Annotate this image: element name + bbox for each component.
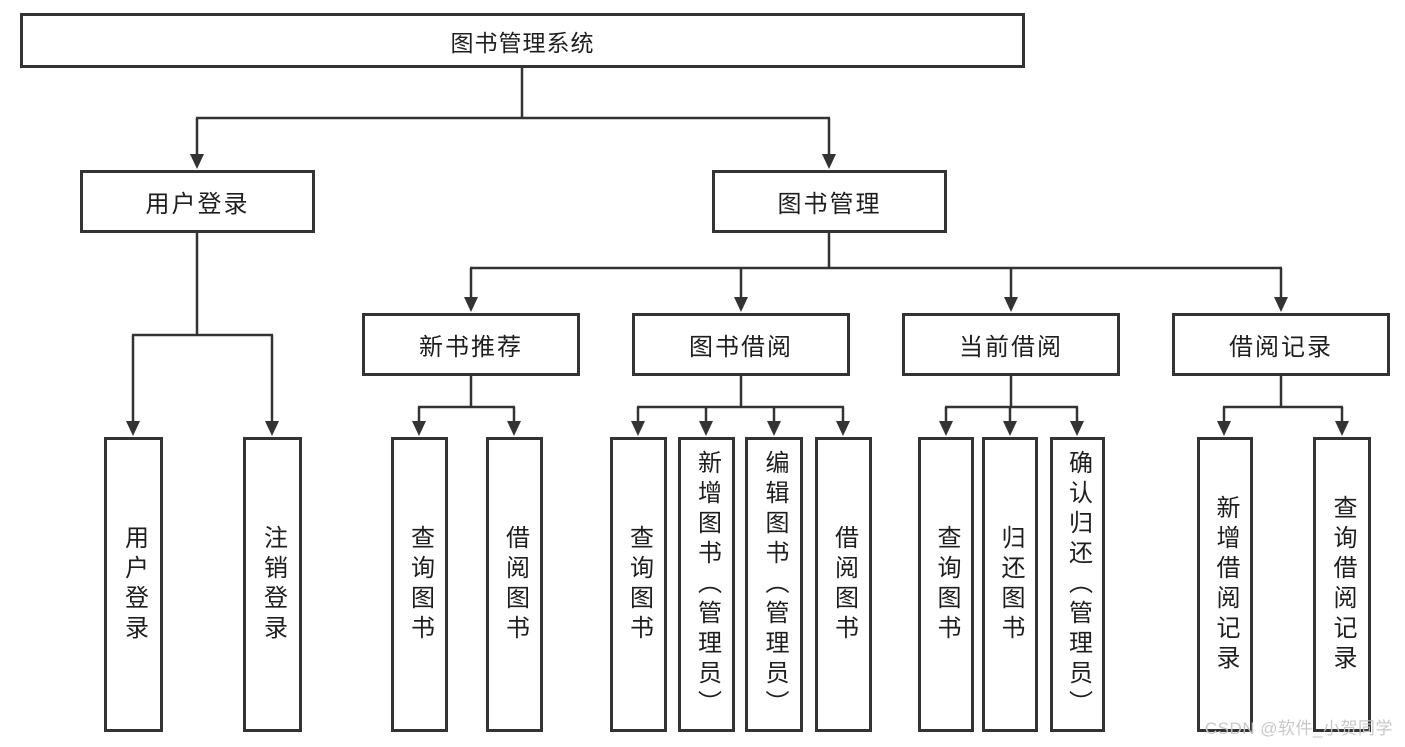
leaf-query-book-recommend-label: 查询图书: [406, 524, 434, 645]
leaf-query-book-borrow-label: 查询图书: [625, 524, 653, 645]
leaf-borrow-book-label: 借阅图书: [830, 524, 858, 645]
leaf-query-book-current: 查询图书: [918, 437, 974, 732]
leaf-query-book-current-label: 查询图书: [933, 524, 960, 645]
leaf-add-book-admin: 新增图书（管理员）: [678, 437, 735, 732]
leaf-query-borrow-record: 查询借阅记录: [1313, 437, 1371, 732]
leaf-query-borrow-record-label: 查询借阅记录: [1329, 494, 1356, 675]
leaf-confirm-return-admin: 确认归还（管理员）: [1050, 437, 1105, 732]
leaf-query-book-borrow: 查询图书: [610, 437, 667, 732]
node-book-borrow: 图书借阅: [632, 313, 850, 376]
node-book-management: 图书管理: [712, 170, 947, 233]
leaf-user-login: 用户登录: [104, 437, 163, 732]
node-borrow-record: 借阅记录: [1172, 313, 1390, 376]
leaf-add-borrow-record-label: 新增借阅记录: [1212, 494, 1239, 675]
leaf-user-login-label: 用户登录: [120, 524, 148, 645]
csdn-watermark: CSDN @软件_小贺同学: [1204, 719, 1393, 738]
leaf-borrow-book-recommend: 借阅图书: [486, 437, 543, 732]
leaf-confirm-return-admin-label: 确认归还（管理员）: [1064, 449, 1092, 720]
leaf-logout-label: 注销登录: [259, 524, 287, 645]
leaf-query-book-recommend: 查询图书: [391, 437, 448, 732]
leaf-return-book: 归还图书: [982, 437, 1038, 732]
node-current-borrow: 当前借阅: [902, 313, 1120, 376]
leaf-borrow-book: 借阅图书: [815, 437, 872, 732]
leaf-borrow-book-recommend-label: 借阅图书: [501, 524, 529, 645]
leaf-edit-book-admin: 编辑图书（管理员）: [745, 437, 803, 732]
node-new-book-recommend: 新书推荐: [362, 313, 580, 376]
node-root: 图书管理系统: [20, 13, 1025, 68]
leaf-return-book-label: 归还图书: [997, 524, 1024, 645]
leaf-edit-book-admin-label: 编辑图书（管理员）: [761, 449, 788, 720]
leaf-logout: 注销登录: [243, 437, 302, 732]
leaf-add-borrow-record: 新增借阅记录: [1197, 437, 1253, 732]
leaf-add-book-admin-label: 新增图书（管理员）: [693, 449, 721, 720]
node-user-login: 用户登录: [80, 170, 315, 233]
